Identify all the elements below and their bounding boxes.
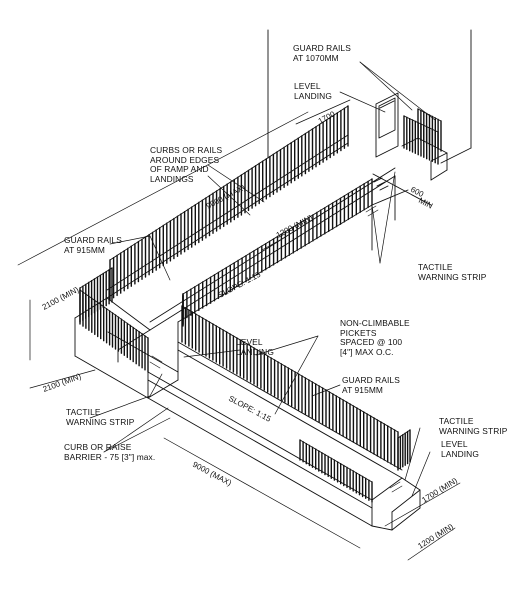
door: [376, 93, 398, 157]
tactile-strips: [150, 206, 402, 492]
middle-landing: [75, 298, 178, 398]
dim-1700-bottom: 1700 (MIN): [420, 476, 459, 505]
dim-2100-left-vert: 2100 (MIN): [41, 285, 81, 312]
dim-min: MIN: [417, 196, 434, 211]
picket-railings: [80, 106, 441, 502]
bottom-landing: [372, 478, 420, 530]
dim-9000-bottom: 9000 (MAX): [191, 460, 233, 488]
leader-lines: [90, 62, 435, 496]
slope-lower: SLOPE: 1:15: [227, 394, 273, 424]
dim-1200-bottom: 1200 (MIN): [416, 522, 455, 551]
building-wall: [268, 30, 471, 163]
dim-2100-left-horiz: 2100 (MIN): [42, 372, 83, 394]
